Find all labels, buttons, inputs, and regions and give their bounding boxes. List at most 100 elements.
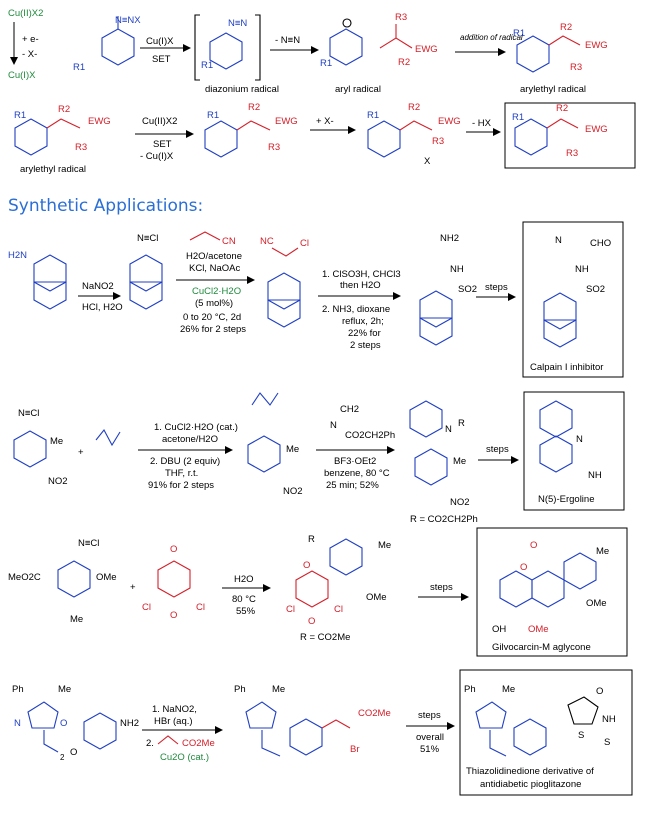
prod-me: Me xyxy=(272,684,285,695)
final-nh: NH xyxy=(602,714,616,725)
reaction-1: H2N NaNO2 HCl, H2O N≡Cl CN H2O/acetone K… xyxy=(8,221,624,378)
x-label: X xyxy=(424,156,431,167)
benzene-ring xyxy=(247,435,281,473)
r-definition: R = CO2Me xyxy=(300,632,350,643)
ewg-label: EWG xyxy=(585,124,608,135)
ring-a xyxy=(539,400,573,438)
benzene-ring xyxy=(204,120,238,158)
aryl-radical: R1 R3 EWG R2 aryl radical xyxy=(320,12,438,95)
final-o2: O xyxy=(520,562,527,573)
aryl-ring xyxy=(329,538,363,576)
naphthalene-ring-a xyxy=(499,570,533,608)
pip-me: Me xyxy=(453,456,466,467)
prod-o2: O xyxy=(308,616,315,627)
arylethyl-radical-label: arylethyl radical xyxy=(20,164,86,175)
cond3-f: 2 steps xyxy=(350,340,381,351)
naphthalene-ring-b xyxy=(531,570,565,608)
cond-b: 80 °C xyxy=(232,594,256,605)
final-label: Gilvocarcin-M aglycone xyxy=(492,642,591,653)
final-product-box xyxy=(476,527,628,657)
r3-label: R3 xyxy=(570,62,582,73)
aryl-ring xyxy=(563,552,597,590)
chain xyxy=(399,120,433,131)
r1-label: R1 xyxy=(14,110,26,121)
plus-electron-label: + e- xyxy=(22,34,39,45)
dioxane-ring xyxy=(419,317,453,346)
r2-label: R2 xyxy=(58,104,70,115)
benzodioxane-ring xyxy=(419,290,453,328)
steps-label: steps xyxy=(430,582,453,593)
butadiene xyxy=(95,429,121,447)
cond2-a: steps xyxy=(418,710,441,721)
diazonium-radical: N≡N R1 diazonium radical xyxy=(194,14,279,95)
no2-label: NO2 xyxy=(48,476,68,487)
cond1-e: Cu2O (cat.) xyxy=(160,752,209,763)
benzene-ring xyxy=(13,430,47,468)
r3-label: R3 xyxy=(566,148,578,159)
r1-label: R1 xyxy=(320,58,332,69)
step4-loss: - Cu(I)X xyxy=(140,151,174,162)
so2-label: SO2 xyxy=(458,284,477,295)
cond1-d: CO2Me xyxy=(182,738,215,749)
o-top: O xyxy=(170,544,177,555)
step1-reagent: Cu(I)X xyxy=(146,36,174,47)
pip-r: R xyxy=(458,418,465,429)
r3-label: R3 xyxy=(75,142,87,153)
final-label-2: antidiabetic pioglitazone xyxy=(480,779,581,790)
prod-me: Me xyxy=(378,540,391,551)
benzodioxane-ring xyxy=(267,272,301,310)
quinone-ring xyxy=(295,570,329,608)
final-me: Me xyxy=(596,546,609,557)
product-box xyxy=(504,102,636,169)
r1-label: R1 xyxy=(201,60,213,71)
me-label: Me xyxy=(58,684,71,695)
cond3-a: 1. ClSO3H, CHCl3 xyxy=(322,269,401,280)
plus-sign: + xyxy=(78,447,84,458)
cond2-b: overall xyxy=(416,732,444,743)
cl-right: Cl xyxy=(196,602,205,613)
alkene-cn: CN xyxy=(222,236,236,247)
benzodioxane-ring xyxy=(33,254,67,292)
chain xyxy=(548,35,581,46)
cond1-b: HCl, H2O xyxy=(82,302,123,313)
r1-label: R1 xyxy=(73,62,85,73)
dioxane-ring xyxy=(267,299,301,328)
ewg-label: EWG xyxy=(585,40,608,51)
r2-label: R2 xyxy=(408,102,420,113)
chain xyxy=(489,730,507,757)
oxazole-ring xyxy=(245,701,277,729)
r3-label: R3 xyxy=(268,142,280,153)
r-definition: R = CO2CH2Ph xyxy=(410,514,478,525)
nh-label: NH xyxy=(450,264,464,275)
cl-left: Cl xyxy=(142,602,151,613)
piperidine-ring xyxy=(409,400,443,438)
ewg-label: EWG xyxy=(438,116,461,127)
final-n: N xyxy=(576,434,583,445)
cond3-b: then H2O xyxy=(340,280,381,291)
r1-label: R1 xyxy=(367,110,379,121)
cond3-d: reflux, 2h; xyxy=(342,316,384,327)
dioxane-ring xyxy=(33,281,67,310)
ring-b xyxy=(539,435,573,473)
ewg-label: EWG xyxy=(275,116,298,127)
cond2-a: H2O/acetone xyxy=(186,251,242,262)
cu-start-label: Cu(II)X2 xyxy=(8,8,43,19)
chain-count: 2 xyxy=(60,753,65,762)
final-label: N(5)-Ergoline xyxy=(538,494,595,505)
me-label: Me xyxy=(70,614,83,625)
benzene-ring xyxy=(14,118,48,156)
dioxane-ring xyxy=(129,281,163,310)
cond1-a: 1. NaNO2, xyxy=(152,704,197,715)
r2-label: R2 xyxy=(248,102,260,113)
reaction-3: N≡Cl MeO2C OMe Me + O Cl Cl O H2O 80 °C … xyxy=(8,527,628,657)
benzodioxane-ring xyxy=(129,254,163,292)
radical-dot xyxy=(342,18,352,28)
right-bracket xyxy=(255,14,261,81)
benzene-ring xyxy=(101,28,135,66)
addition-label: addition of radical xyxy=(460,33,523,42)
diazo-label: N≡Cl xyxy=(78,538,99,549)
n2-group: N≡N xyxy=(228,18,247,29)
final-me: Me xyxy=(502,684,515,695)
r2-label: R2 xyxy=(398,57,410,68)
r3-label: R3 xyxy=(432,136,444,147)
